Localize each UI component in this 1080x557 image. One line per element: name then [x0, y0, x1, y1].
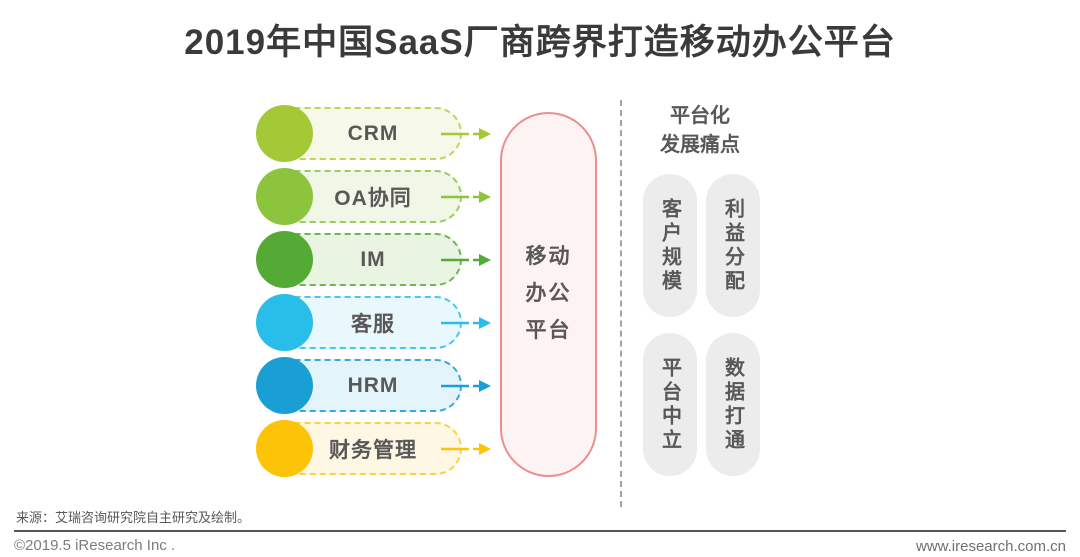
platform-label: 移动 办公 平台: [525, 245, 572, 342]
module-label: OA协同: [334, 186, 412, 210]
website-url: www.iresearch.com.cn: [915, 538, 1066, 555]
module-label: HRM: [347, 373, 399, 397]
arrow-right-icon: [441, 379, 491, 392]
dashed-divider: [620, 100, 622, 507]
pain-point-pill: 利益分配: [706, 174, 760, 317]
pain-point-pill: 数据打通: [706, 333, 760, 476]
footer-divider: [14, 530, 1066, 532]
arrow-right-icon: [441, 190, 491, 203]
module-bullet-circle: [256, 105, 313, 162]
arrow-right-icon: [441, 127, 491, 140]
module-row-hrm: HRM: [256, 357, 491, 414]
arrow-right-icon: [441, 253, 491, 266]
module-label: 客服: [351, 312, 395, 336]
module-bullet-circle: [256, 231, 313, 288]
module-row-finance: 财务管理: [256, 420, 491, 477]
pain-point-label: 利益分配: [721, 197, 744, 294]
source-note: 来源：艾瑞咨询研究院自主研究及绘制。: [16, 510, 251, 525]
module-bullet-circle: [256, 168, 313, 225]
module-row-oa: OA协同: [256, 168, 491, 225]
module-label: IM: [360, 247, 386, 271]
arrow-right-icon: [441, 316, 491, 329]
module-bullet-circle: [256, 420, 313, 477]
module-label: 财务管理: [329, 438, 417, 462]
module-row-im: IM: [256, 231, 491, 288]
arrow-right-icon: [441, 442, 491, 455]
mobile-office-platform-pill: 移动 办公 平台: [500, 112, 597, 477]
module-row-service: 客服: [256, 294, 491, 351]
pain-point-pill: 平台中立: [643, 333, 697, 476]
module-label: CRM: [347, 121, 399, 145]
copyright-text: ©2019.5 iResearch Inc .: [14, 537, 176, 554]
pain-point-pill: 客户规模: [643, 174, 697, 317]
page-title: 2019年中国SaaS厂商跨界打造移动办公平台: [184, 23, 896, 62]
pain-point-label: 客户规模: [658, 197, 681, 294]
pain-point-label: 数据打通: [721, 356, 744, 453]
pain-points-heading: 平台化 发展痛点: [660, 105, 740, 156]
pain-points-grid: 客户规模 利益分配 平台中立 数据打通: [643, 174, 760, 476]
module-bullet-circle: [256, 357, 313, 414]
pain-point-label: 平台中立: [658, 356, 681, 453]
module-bullet-circle: [256, 294, 313, 351]
module-row-crm: CRM: [256, 105, 491, 162]
